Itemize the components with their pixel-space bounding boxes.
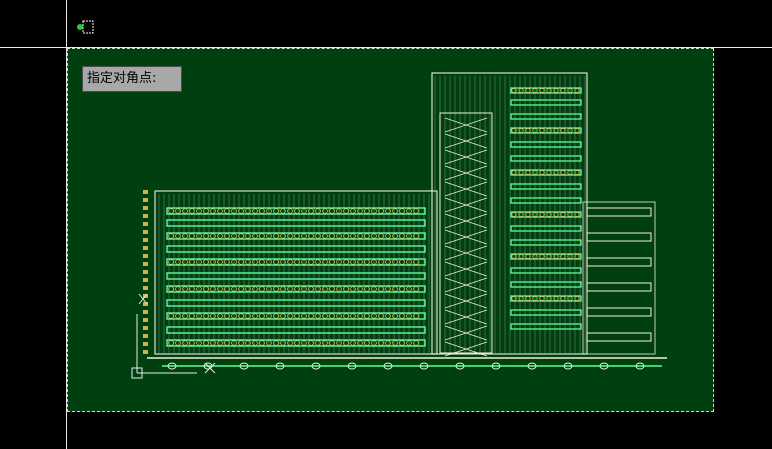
- selection-window[interactable]: [67, 48, 714, 412]
- command-prompt-tooltip: 指定对角点:: [82, 66, 182, 92]
- crosshair-horizontal: [0, 47, 772, 48]
- ucs-icon: [131, 293, 216, 379]
- selection-cursor-icon: [77, 20, 94, 34]
- cad-drawing: [131, 72, 667, 379]
- crosshair-vertical: [66, 0, 67, 449]
- building-structure: [143, 72, 667, 370]
